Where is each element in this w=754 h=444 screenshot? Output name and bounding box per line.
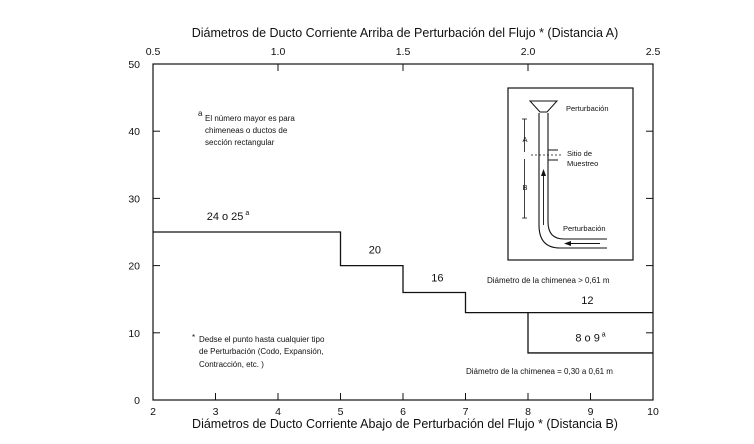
top-tick-label: 1.5 (396, 46, 411, 58)
step-label: 8 o 9 a (575, 332, 605, 345)
note-a-line-2: chimeneas o ductos de (205, 126, 288, 135)
top-tick-label: 1.0 (271, 46, 286, 58)
dim-b-label: B (522, 183, 527, 192)
y-tick-label: 40 (128, 126, 140, 138)
step-label: 12 (581, 295, 593, 307)
y-tick-label: 30 (128, 193, 140, 205)
top-tick-label: 2.0 (521, 46, 536, 58)
note-star-line-3: Contracción, etc. ) (199, 360, 264, 369)
y-tick-label: 10 (128, 328, 140, 340)
funnel-shape (528, 100, 559, 113)
series-1-label: Diámetro de la chimenea > 0,61 m (487, 276, 610, 285)
x-tick-label: 9 (588, 406, 594, 418)
x-tick-label: 5 (338, 406, 344, 418)
y-tick-label: 50 (128, 59, 140, 71)
inset-middle-label-2: Muestreo (567, 159, 598, 168)
note-a: a El número mayor es para chimeneas o du… (198, 109, 295, 147)
series-2-label: Diámetro de la chimenea = 0,30 a 0,61 m (466, 367, 613, 376)
inset-bottom-label: Perturbación (563, 224, 606, 233)
duct-right-wall (547, 113, 607, 240)
inset-frame (507, 87, 634, 261)
step-labels-layer: 24 o 25 a 20 16 12 8 o 9 a (207, 210, 606, 345)
y-tick-label: 20 (128, 261, 140, 273)
note-a-line-3: sección rectangular (205, 138, 275, 147)
series-line-2 (527, 312, 653, 354)
top-tick-label: 0.5 (146, 46, 161, 58)
note-star-line-1: Dedse el punto hasta cualquier tipo (199, 335, 325, 344)
x-tick-label: 3 (213, 406, 219, 418)
flow-arrow-head-left (564, 241, 571, 246)
note-a-line-1: El número mayor es para (205, 114, 295, 123)
note-star-line-2: de Perturbación (Codo, Expansión, (199, 347, 324, 356)
step-label: 24 o 25 a (207, 210, 250, 223)
y-tick-label: 0 (134, 395, 140, 407)
series-layer (153, 231, 653, 354)
note-star: * Dedse el punto hasta cualquier tipo de… (192, 333, 325, 369)
step-label: 20 (369, 245, 381, 257)
x-tick-label: 2 (150, 406, 156, 418)
inset-top-label: Perturbación (566, 104, 609, 113)
x-tick-label: 10 (647, 406, 659, 418)
note-a-marker: a (198, 109, 203, 118)
bottom-axis-title: Diámetros de Ducto Corriente Abajo de Pe… (192, 417, 618, 431)
duct-left-wall (538, 113, 607, 249)
top-tick-label: 2.5 (646, 46, 661, 58)
top-axis-title: Diámetros de Ducto Corriente Arriba de P… (192, 26, 619, 40)
inset-diagram: A B Perturbación Sitio de Muestreo Pertu… (507, 87, 634, 261)
step-label: 16 (431, 273, 443, 285)
flow-arrow-head-up (541, 169, 546, 176)
ticks-layer: 2 3 4 5 6 7 8 9 10 0.5 1.0 1.5 2.0 2.5 0 10 20 30 40 50 (128, 46, 660, 418)
inset-middle-label-1: Sitio de (567, 149, 592, 158)
series-line-1 (153, 231, 653, 314)
x-tick-label: 7 (463, 406, 469, 418)
dim-a-label: A (522, 135, 527, 144)
x-tick-label: 4 (275, 406, 281, 418)
x-tick-label: 8 (525, 406, 531, 418)
x-tick-label: 6 (400, 406, 406, 418)
note-star-marker: * (192, 333, 195, 342)
